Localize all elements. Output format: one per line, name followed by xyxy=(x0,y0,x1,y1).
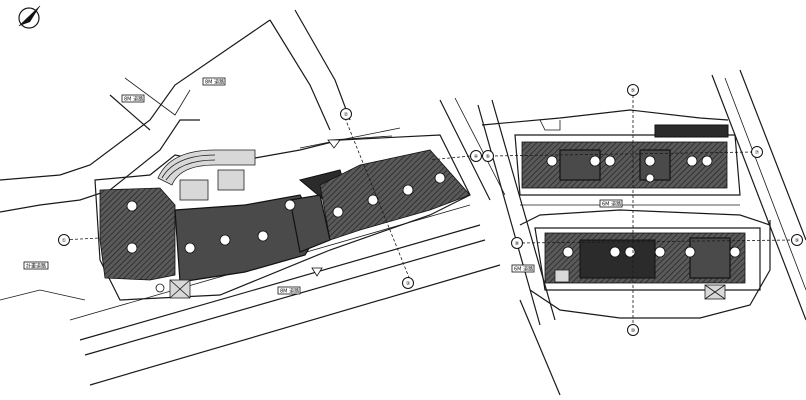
grid-bubble-1: ① xyxy=(58,234,70,246)
grid-bubble-3: ③ xyxy=(402,277,414,289)
svg-text:6M 道路: 6M 道路 xyxy=(602,201,621,208)
grid-bubble-5: ⑤ xyxy=(627,84,639,96)
left-complex-markers xyxy=(126,172,446,293)
grid-bubble-2: ② xyxy=(340,108,352,120)
svg-text:①: ① xyxy=(62,238,67,244)
road-label-5: 6M 道路 xyxy=(599,199,623,208)
entry-arrow-icon xyxy=(311,267,323,277)
road-label-6: 6M 道路 xyxy=(511,264,535,273)
lower-right-markers xyxy=(562,246,741,258)
right-site-roads xyxy=(477,69,806,396)
grid-bubble-8: ⑧ xyxy=(511,237,523,249)
grid-bubble-4: ④ xyxy=(470,150,482,162)
svg-text:②: ② xyxy=(344,112,349,118)
svg-text:8M 道路: 8M 道路 xyxy=(280,288,299,295)
upper-right-markers xyxy=(546,155,713,183)
svg-text:③: ③ xyxy=(406,281,410,287)
svg-text:6M 道路: 6M 道路 xyxy=(514,266,533,273)
lower-right-building xyxy=(534,227,761,300)
entry-arrow-icon xyxy=(327,139,341,149)
grid-bubble-9: ⑨ xyxy=(791,234,803,246)
svg-text:⑥: ⑥ xyxy=(486,154,491,160)
north-arrow-icon xyxy=(18,5,41,29)
upper-right-building xyxy=(514,124,741,196)
svg-text:⑤: ⑤ xyxy=(631,88,635,94)
road-label-2: 8M 道路 xyxy=(202,77,226,86)
left-site-roads xyxy=(0,9,506,386)
right-grid-axes xyxy=(489,95,796,325)
svg-text:④: ④ xyxy=(474,154,479,160)
grid-bubble-6: ⑥ xyxy=(482,150,494,162)
svg-text:⑧: ⑧ xyxy=(515,241,520,247)
svg-text:計畫道路: 計畫道路 xyxy=(26,263,46,270)
grid-bubble-10: ⑩ xyxy=(627,324,639,336)
svg-text:8M 道路: 8M 道路 xyxy=(205,79,224,86)
svg-text:⑩: ⑩ xyxy=(631,328,636,334)
svg-text:8M 道路: 8M 道路 xyxy=(124,96,143,103)
grid-bubble-7: ⑦ xyxy=(751,146,763,158)
svg-text:⑨: ⑨ xyxy=(795,238,799,244)
svg-text:⑦: ⑦ xyxy=(755,150,760,156)
road-label-4: 計畫道路 xyxy=(23,261,49,270)
road-label-1: 8M 道路 xyxy=(121,94,145,103)
left-building-complex xyxy=(99,149,471,299)
road-label-3: 8M 道路 xyxy=(277,286,301,295)
